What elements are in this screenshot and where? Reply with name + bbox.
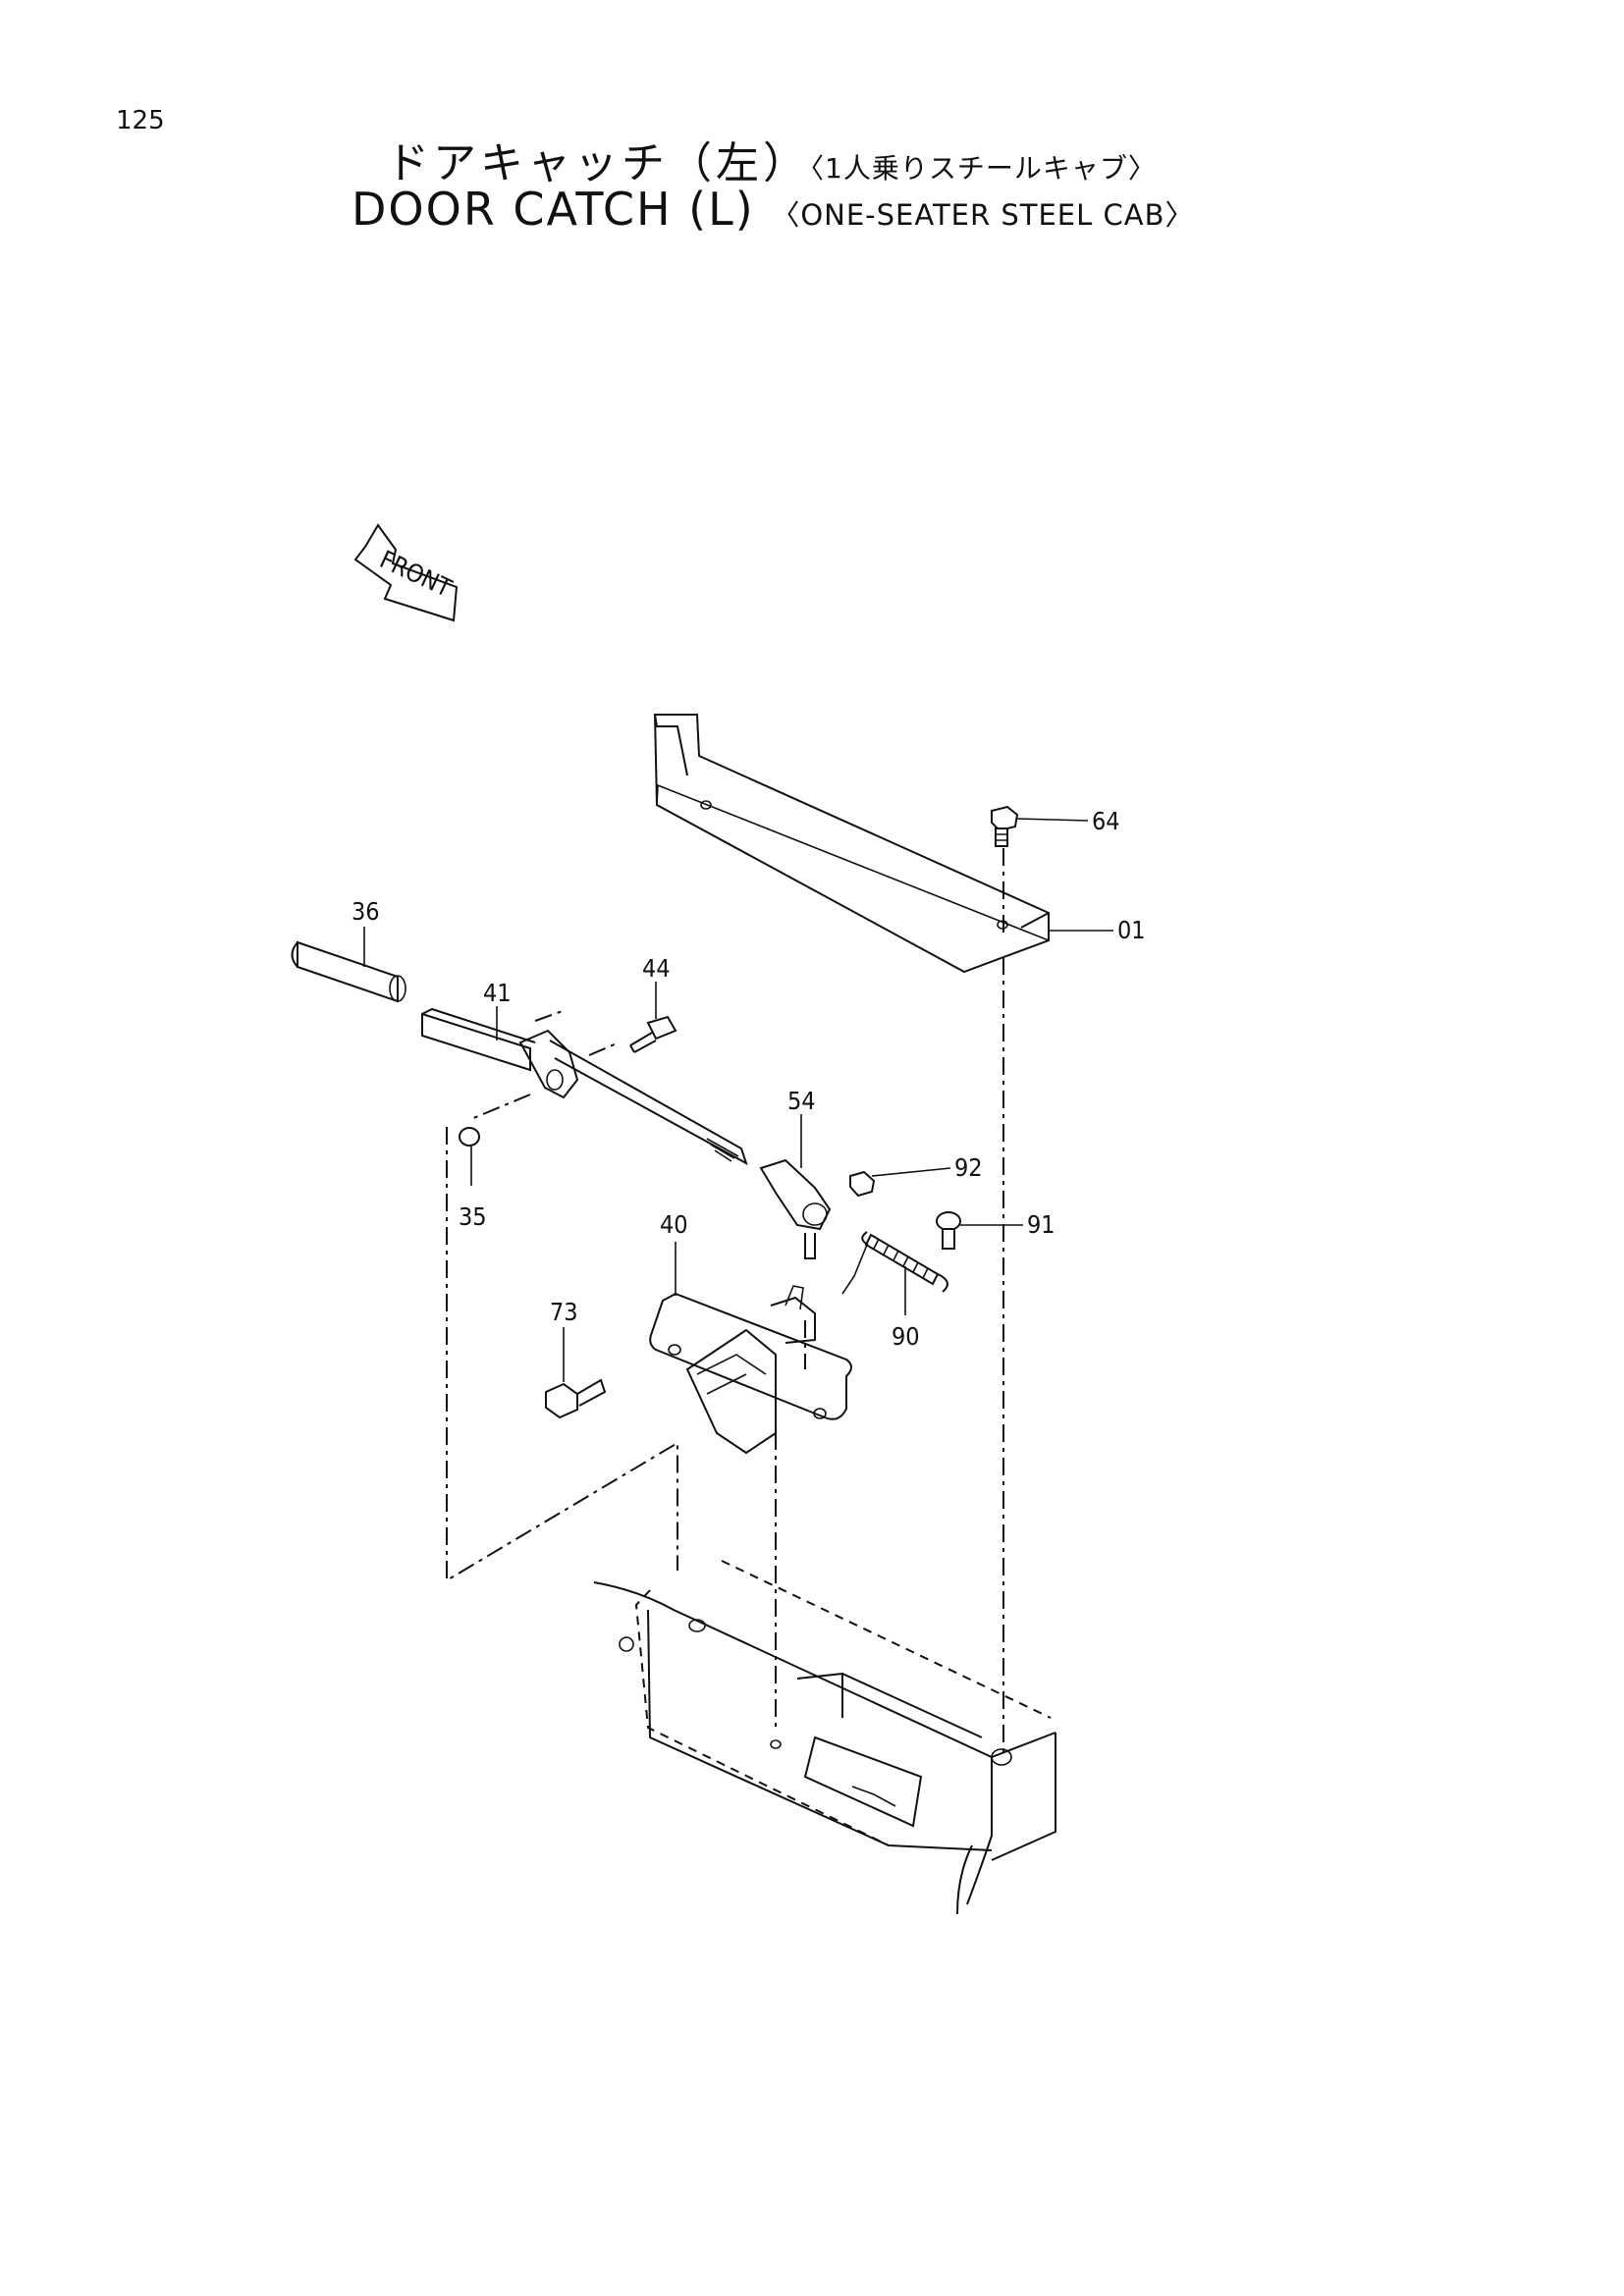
part-64-bolt [991, 805, 1019, 847]
part-90-spring [841, 1231, 948, 1295]
part-54-joint [759, 1158, 832, 1259]
callout-64: 64 [1092, 807, 1120, 835]
part-36-cap [291, 940, 406, 1003]
lever-rod-assembly [459, 1029, 748, 1166]
front-arrow: FRONT [353, 523, 459, 622]
callout-91: 91 [1027, 1210, 1056, 1239]
callout-44: 44 [642, 954, 671, 983]
page-number: 125 [116, 106, 165, 135]
part-40-catch [649, 1285, 852, 1455]
title-japanese-sub: 〈1人乗りスチールキャブ〉 [810, 152, 1157, 185]
callout-01: 01 [1117, 916, 1146, 944]
callout-41: 41 [483, 979, 512, 1007]
title-english-sub: 〈ONE-SEATER STEEL CAB〉 [771, 198, 1195, 232]
callout-54: 54 [787, 1087, 816, 1115]
part-41-knob [421, 1007, 536, 1072]
callout-92: 92 [954, 1153, 983, 1182]
title-english: DOOR CATCH (L) 〈ONE-SEATER STEEL CAB〉 [352, 183, 1195, 236]
part-44-bolt [629, 1015, 677, 1053]
callout-90: 90 [892, 1322, 920, 1351]
title-english-main: DOOR CATCH (L) [352, 183, 755, 236]
part-73-bolt [545, 1378, 607, 1419]
callout-40: 40 [660, 1210, 688, 1239]
part-91-bolt [936, 1211, 961, 1250]
title-japanese-main: ドアキャッチ（左） [386, 138, 810, 188]
callout-36: 36 [352, 897, 380, 926]
part-01-bracket [653, 714, 1050, 974]
assembly-lines [446, 848, 1004, 1757]
callout-73: 73 [550, 1298, 578, 1326]
callouts: 64 01 36 41 44 54 92 91 90 40 35 73 [352, 807, 1146, 1382]
part-92-nut [849, 1170, 876, 1198]
door-frame [593, 1560, 1056, 1915]
title-japanese: ドアキャッチ（左）〈1人乗りスチールキャブ〉 [386, 128, 1157, 190]
callout-35: 35 [459, 1202, 487, 1231]
